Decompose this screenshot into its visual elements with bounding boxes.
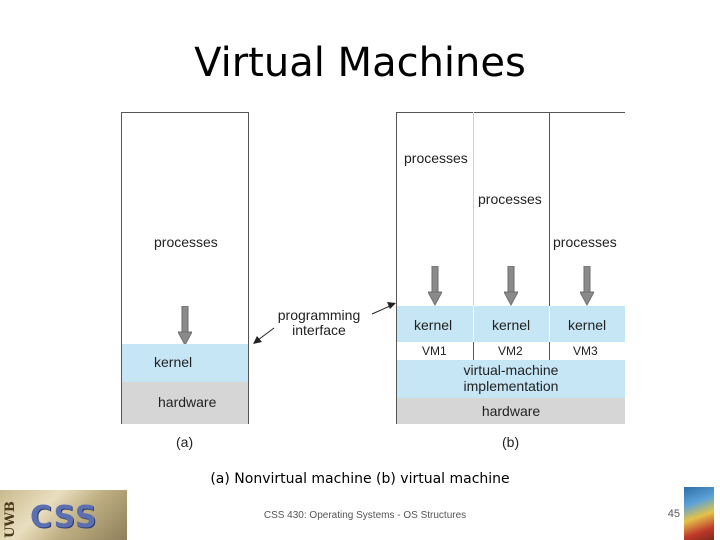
diagram-b-vm-sep-2 [549,342,550,360]
programming-interface-line1: programming [277,307,361,323]
vm-implementation-line2: implementation [463,378,559,394]
diagram-b-processes-1: processes [404,150,468,166]
diagram-b-kernel-1: kernel [414,317,453,333]
diagram-b-vm-row [397,342,625,360]
diagram-b-vm-1: VM1 [422,344,447,358]
diagram-b-kernel-sep-1 [473,306,474,342]
diagram-b-kernel-row [397,306,625,342]
diagram-b-left-border [396,112,397,424]
diagram-b-kernel-3: kernel [568,317,607,333]
uwb-logo-mark: UWB [3,501,18,538]
interface-arrow-left-icon [253,336,262,344]
slide-footer: CSS 430: Operating Systems - OS Structur… [263,510,467,521]
book-cover-image [684,487,714,540]
diagram-a-processes: processes [154,234,218,250]
diagram-b-processes-2: processes [478,191,542,207]
diagram-b-vm-3: VM3 [573,344,598,358]
diagram-b-divider-2 [549,112,550,306]
css-logo-text: CSS [30,500,98,535]
diagram-b-hardware: hardware [481,403,541,419]
diagram-b-vm-implementation: virtual-machine implementation [397,362,625,394]
vm-implementation-line1: virtual-machine [463,362,559,378]
diagram-b-vm-sep-1 [473,342,474,360]
diagram-a-kernel: kernel [154,354,193,370]
diagram-b-processes-3: processes [553,234,617,250]
diagram-b-divider-1 [473,112,474,306]
diagram-b-down-arrow-icon-3 [579,265,595,307]
uwb-css-logo: UWB CSS [0,490,127,540]
programming-interface-line2: interface [292,322,346,338]
diagram-a-kernel-box [122,344,248,382]
diagram-b-vm-implementation-box [397,360,625,398]
diagram-a-hardware: hardware [158,394,217,410]
page-number: 45 [667,508,680,520]
diagram-b-hardware-box [397,398,625,424]
diagram-b-top-border [396,112,625,113]
diagram-b-vm-2: VM2 [498,344,523,358]
diagram-b-label: (b) [502,434,520,450]
interface-arrows [250,298,400,348]
diagram-b-kernel-sep-2 [549,306,550,342]
diagram-a-hardware-box [122,382,248,424]
diagram-b-down-arrow-icon-1 [427,265,443,307]
diagram-b-down-arrow-icon-2 [503,265,519,307]
diagram-a-right-border [248,112,249,424]
diagram-a-down-arrow-icon [177,305,193,347]
diagram-a-top-border [121,112,249,113]
diagram-a-left-border [121,112,122,424]
interface-arrow-right-icon [387,302,396,309]
diagram-a-label: (a) [176,434,194,450]
slide-title: Virtual Machines [194,40,526,86]
virtual-machine-diagram: processes kernel hardware (a) programmin… [118,108,630,458]
programming-interface-label: programming interface [264,308,374,338]
diagram-b-kernel-2: kernel [492,317,531,333]
figure-caption: (a) Nonvirtual machine (b) virtual machi… [210,471,510,487]
